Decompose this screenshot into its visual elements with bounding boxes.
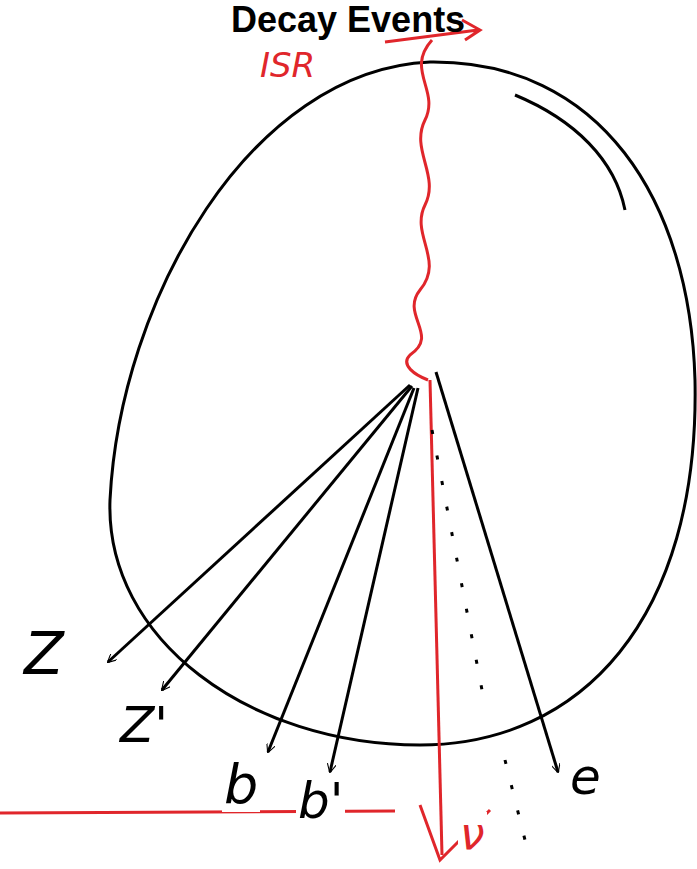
particle-label: b' [296, 776, 345, 826]
outline-stroke [515, 95, 625, 210]
particle-label: Z [22, 625, 66, 683]
particle-label: ν [458, 812, 487, 856]
isr-label: ISR [258, 48, 317, 82]
decay-arrow [330, 388, 418, 772]
particle-label: b [222, 758, 260, 812]
event-outline [110, 62, 695, 745]
decay-arrows [108, 372, 558, 840]
missing-line [430, 380, 442, 855]
particle-label: e [568, 752, 603, 802]
particle-label: Z' [118, 700, 170, 750]
decay-arrow [162, 386, 412, 690]
page-title: Decay Events [231, 2, 465, 38]
decay-arrow [436, 372, 558, 772]
dotted-arrow [432, 430, 525, 840]
decay-arrow [268, 388, 414, 752]
isr-wavy-line [407, 40, 432, 380]
missing-arrowhead [420, 805, 490, 860]
